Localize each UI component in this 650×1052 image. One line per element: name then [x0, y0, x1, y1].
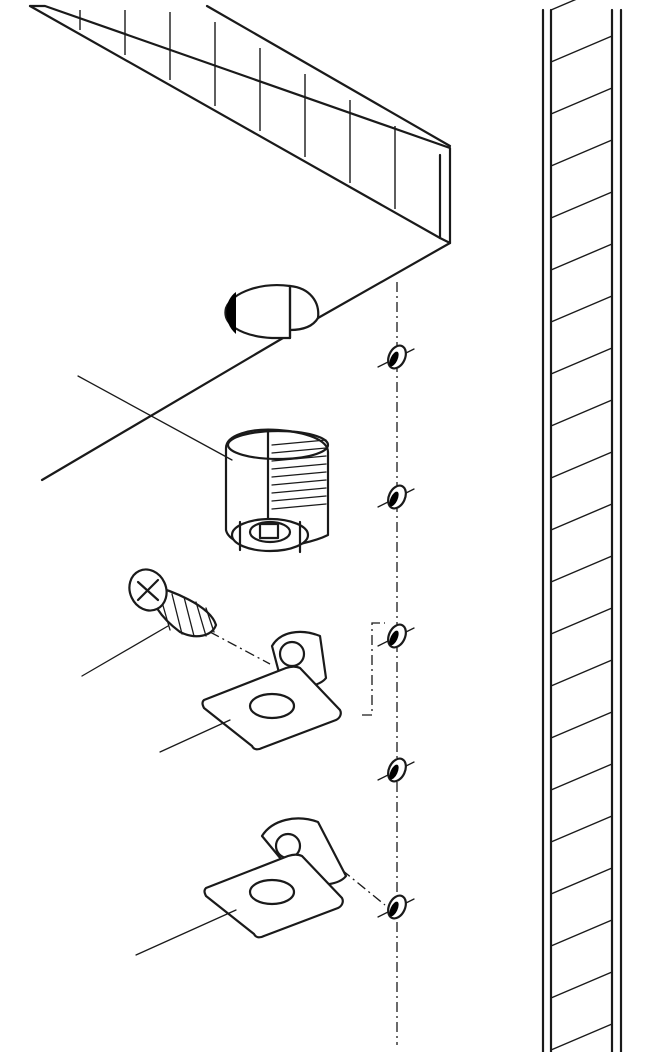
side-panel-hatch-line: [550, 607, 613, 635]
side-panel-hatch-line: [550, 919, 613, 947]
side-panel-hatch-line: [550, 659, 613, 687]
shelf-pin: [377, 623, 415, 649]
leader-line-cam: [77, 375, 233, 461]
euro-screw: [128, 568, 218, 638]
leader-line-screw: [81, 625, 169, 677]
side-panel-hatch-line: [550, 1023, 613, 1051]
side-panel-hatch-line: [550, 711, 613, 739]
side-panel: [541, 0, 623, 1052]
cam-ribs: [271, 439, 327, 510]
side-panel-hatch-line: [550, 867, 613, 895]
shelf-pins: [377, 344, 415, 920]
shelf-pin: [377, 894, 415, 920]
cam-hole: [224, 284, 320, 340]
side-panel-hatch-line: [550, 87, 613, 115]
side-panel-hatch-line: [550, 347, 613, 375]
leader-line-bracket-lower: [135, 909, 237, 956]
side-panel-hatch-line: [550, 0, 577, 11]
cabinet-panel: [28, 4, 452, 482]
side-panel-hatch-line: [550, 399, 613, 427]
shelf-pin: [377, 484, 415, 510]
side-panel-hatch-line: [550, 243, 613, 271]
side-panel-hatch-line: [550, 763, 613, 791]
connector-bracket-upper: [201, 630, 342, 751]
shelf-pin: [377, 344, 415, 370]
side-panel-hatching: [550, 0, 613, 1051]
side-panel-hatch-line: [550, 139, 613, 167]
side-panel-hatch-line: [550, 451, 613, 479]
cam-lock-housing: [224, 428, 330, 554]
side-panel-hatch-line: [550, 815, 613, 843]
side-panel-hatch-line: [550, 191, 613, 219]
panel-slats: [79, 10, 396, 209]
connector-bracket-lower: [203, 817, 348, 939]
side-panel-hatch-line: [550, 35, 613, 63]
side-panel-hatch-line: [550, 503, 613, 531]
shelf-pin: [377, 757, 415, 783]
side-panel-hatch-line: [550, 971, 613, 999]
side-panel-hatch-line: [550, 295, 613, 323]
leader-line-bracket-upper: [159, 719, 231, 753]
leader-lines: [77, 375, 237, 956]
side-panel-hatch-line: [550, 555, 613, 583]
